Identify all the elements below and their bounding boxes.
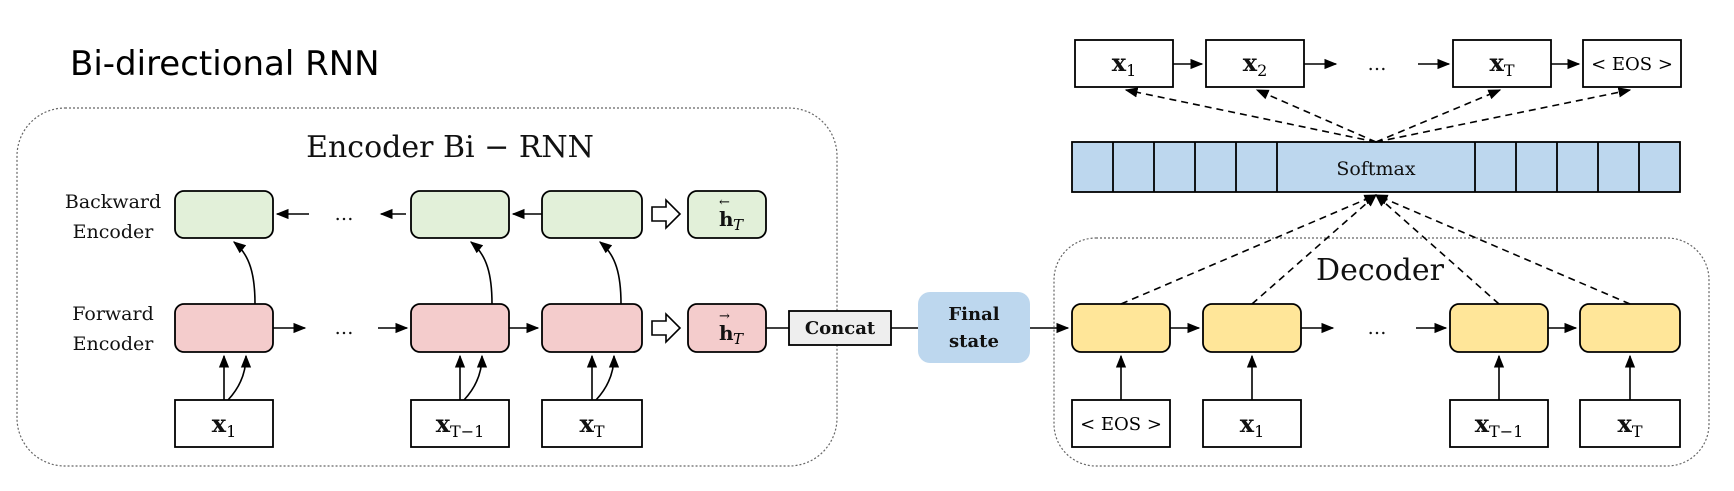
dec-to-softmax-2 bbox=[1251, 194, 1377, 305]
softmax-layer: Softmax bbox=[1071, 141, 1681, 193]
output-4-label: < EOS > bbox=[1591, 54, 1673, 75]
backward-cell-2 bbox=[410, 190, 510, 239]
h-backward-base: h bbox=[719, 207, 734, 231]
dec-to-softmax-1 bbox=[1120, 194, 1378, 305]
backward-ellipsis: … bbox=[335, 203, 354, 225]
backward-cell-1 bbox=[174, 190, 274, 239]
forward-label-line1: Forward bbox=[72, 303, 154, 325]
forward-output-arrow bbox=[651, 312, 682, 344]
f-to-b-arrow-3 bbox=[599, 241, 622, 305]
encoder-input-2 bbox=[410, 399, 510, 448]
f-to-b-arrow-2 bbox=[470, 241, 493, 305]
h-backward-arrow: ← bbox=[719, 195, 730, 210]
output-3-label: xT bbox=[1490, 48, 1515, 80]
encoder-frame bbox=[16, 107, 838, 467]
encoder-title: Encoder Bi − RNN bbox=[306, 130, 594, 165]
forward-ellipsis: … bbox=[335, 317, 354, 339]
decoder-input-1-label: < EOS > bbox=[1080, 414, 1162, 435]
output-ellipsis: … bbox=[1368, 53, 1387, 75]
h-backward-box bbox=[687, 190, 767, 239]
softmax-to-out-2 bbox=[1255, 89, 1377, 143]
dec-to-softmax-4 bbox=[1374, 194, 1631, 305]
decoder-input-3 bbox=[1449, 399, 1549, 448]
output-2-label: x2 bbox=[1243, 48, 1268, 80]
decoder-input-2-label: x1 bbox=[1240, 409, 1265, 441]
h-forward-arrow: → bbox=[719, 309, 730, 324]
backward-label-line2: Encoder bbox=[73, 221, 155, 243]
output-box-4 bbox=[1582, 39, 1682, 88]
forward-cell-3 bbox=[541, 303, 643, 353]
h-backward-sub: T bbox=[733, 216, 744, 234]
output-box-1 bbox=[1074, 39, 1174, 88]
encoder-input-2-label: xT−1 bbox=[436, 409, 485, 441]
forward-cell-1 bbox=[174, 303, 274, 353]
final-state-line2: state bbox=[949, 331, 999, 352]
final-state-box bbox=[918, 292, 1030, 363]
dec-to-softmax-3 bbox=[1375, 194, 1500, 305]
concat-box bbox=[788, 310, 892, 346]
softmax-to-out-3 bbox=[1375, 89, 1502, 143]
softmax-to-out-4 bbox=[1375, 87, 1632, 143]
enc-in-curve-3 bbox=[595, 354, 620, 401]
forward-cell-2 bbox=[410, 303, 510, 353]
decoder-cell-4 bbox=[1579, 303, 1681, 353]
softmax-bar bbox=[1071, 141, 1681, 193]
backward-label-line1: Backward bbox=[65, 191, 161, 213]
encoder-input-1 bbox=[174, 399, 274, 448]
encoder-input-1-label: x1 bbox=[212, 409, 237, 441]
decoder-cell-1 bbox=[1071, 303, 1171, 353]
softmax-label: Softmax bbox=[1336, 158, 1415, 180]
diagram-title: Bi-directional RNN bbox=[70, 44, 380, 84]
decoder-cell-3 bbox=[1449, 303, 1549, 353]
decoder-input-4-label: xT bbox=[1618, 409, 1643, 441]
backward-cell-3 bbox=[541, 190, 643, 239]
enc-in-curve-1 bbox=[227, 354, 252, 401]
concat-label: Concat bbox=[805, 318, 876, 339]
encoder-input-3-label: xT bbox=[580, 409, 605, 441]
decoder-cell-2 bbox=[1202, 303, 1302, 353]
output-1-label: x1 bbox=[1112, 48, 1137, 80]
h-forward-sub: T bbox=[733, 330, 744, 348]
decoder-frame bbox=[1053, 237, 1710, 467]
final-state-line1: Final bbox=[948, 304, 999, 325]
decoder-title: Decoder bbox=[1316, 253, 1445, 288]
h-forward-base: h bbox=[719, 321, 734, 345]
decoder-ellipsis: … bbox=[1368, 317, 1387, 339]
backward-output-arrow bbox=[651, 198, 682, 230]
forward-label-line2: Encoder bbox=[73, 333, 155, 355]
softmax-to-out-1 bbox=[1124, 87, 1377, 143]
enc-in-curve-2 bbox=[463, 354, 488, 401]
f-to-b-arrow-1 bbox=[233, 241, 256, 305]
decoder-input-3-label: xT−1 bbox=[1475, 409, 1524, 441]
